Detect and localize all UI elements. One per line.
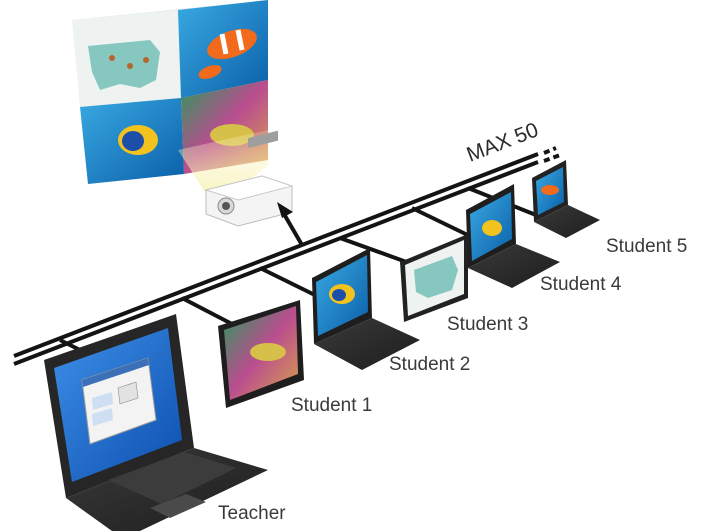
student-5-label: Student 5 <box>606 236 687 257</box>
us-map-shape <box>88 40 160 90</box>
projector-arrow-icon <box>277 202 293 218</box>
student-2-label: Student 2 <box>389 354 470 375</box>
max-50-label: MAX 50 <box>464 118 542 166</box>
student-5-laptop <box>532 160 600 238</box>
student-1-label: Student 1 <box>291 395 372 416</box>
student-4-label: Student 4 <box>540 274 622 295</box>
projector-icon <box>204 130 294 227</box>
student-1-tablet <box>218 300 304 408</box>
student-3-label: Student 3 <box>447 314 528 335</box>
projector-link-line <box>282 212 304 247</box>
student-3-tablet <box>400 234 468 322</box>
teacher-laptop <box>44 314 268 531</box>
student-4-laptop <box>466 184 560 288</box>
teacher-label: Teacher <box>218 503 286 524</box>
network-backbone <box>13 146 561 366</box>
projection-screen <box>72 0 268 184</box>
student-2-laptop <box>312 248 420 370</box>
